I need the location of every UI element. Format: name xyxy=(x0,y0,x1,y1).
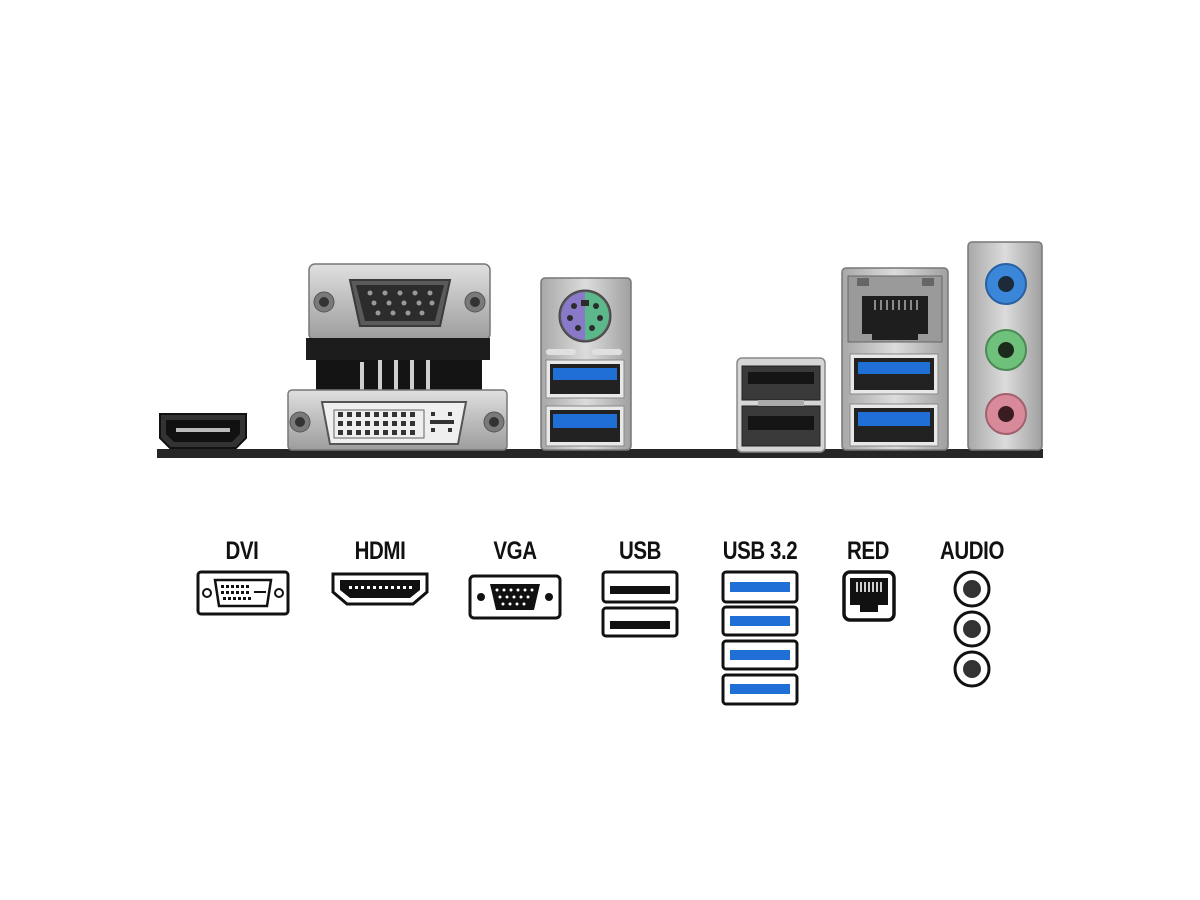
legend-label-usb-3-2: USB 3.2 xyxy=(722,537,798,565)
legend-label-dvi: DVI xyxy=(225,537,259,565)
legend-label-vga: VGA xyxy=(493,537,537,565)
audio-stack-photo xyxy=(967,241,1043,451)
audio-jack-icon xyxy=(953,570,991,688)
vga-dvi-stack-photo xyxy=(287,263,508,451)
legend-label-red: RED xyxy=(846,537,890,565)
usb-port-icon xyxy=(601,570,679,638)
hdmi-port-icon xyxy=(331,572,429,606)
legend-label-hdmi: HDMI xyxy=(354,537,406,565)
ethernet-port-icon xyxy=(842,570,896,622)
legend-label-audio: AUDIO xyxy=(939,537,1005,565)
rear-io-panel xyxy=(157,241,1043,458)
vga-port-icon xyxy=(468,574,562,620)
usb2-stack-photo xyxy=(736,357,826,453)
usb-3-2-port-icon xyxy=(721,570,799,706)
dvi-port-icon xyxy=(196,570,290,616)
pcb-edge xyxy=(157,449,1043,458)
hdmi-port-photo xyxy=(159,413,247,449)
ps2-usb-stack-photo xyxy=(540,277,632,451)
lan-usb-stack-photo xyxy=(841,267,949,451)
legend-label-usb: USB xyxy=(618,537,662,565)
